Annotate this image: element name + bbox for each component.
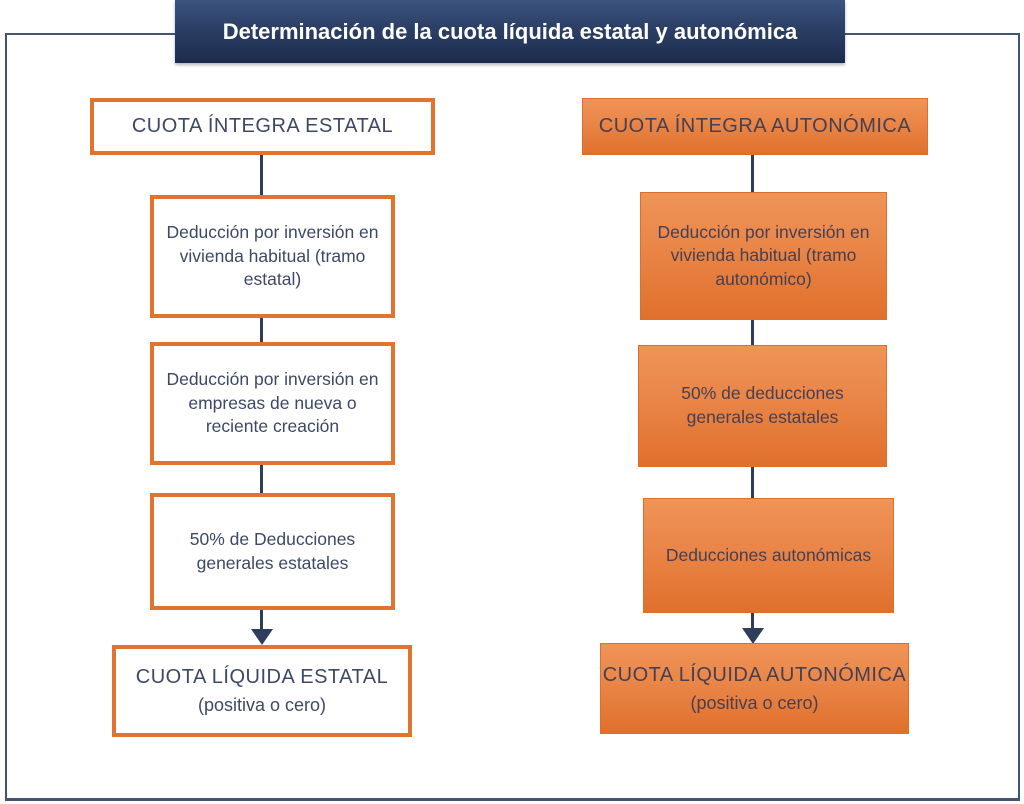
box-label: 50% de Deducciones generales estatales [189, 528, 356, 573]
result-title: CUOTA LÍQUIDA AUTONÓMICA [602, 663, 907, 686]
box-cuota-liquida-autonomica: CUOTA LÍQUIDA AUTONÓMICA (positiva o cer… [600, 643, 909, 734]
diagram-title: Determinación de la cuota líquida estata… [175, 0, 845, 63]
connector-line [260, 153, 263, 195]
connector-line [751, 603, 754, 629]
box-deduccion-empresas: Deducción por inversión en empresas de n… [150, 342, 395, 465]
box-50-deducciones-autonomica: 50% de deducciones generales estatales [638, 345, 887, 467]
result-subtitle: (positiva o cero) [197, 695, 327, 716]
result-subtitle: (positiva o cero) [690, 692, 819, 713]
box-label: Deducción por inversión en vivienda habi… [166, 222, 379, 290]
box-cuota-integra-estatal: CUOTA ÍNTEGRA ESTATAL [90, 98, 435, 155]
box-label: 50% de deducciones generales estatales [681, 383, 844, 427]
diagram-title-text: Determinación de la cuota líquida estata… [222, 18, 798, 44]
box-label: Deducción por inversión en empresas de n… [166, 369, 379, 437]
box-label: Deducciones autonómicas [665, 544, 872, 565]
box-cuota-integra-autonomica: CUOTA ÍNTEGRA AUTONÓMICA [582, 98, 928, 155]
box-label: CUOTA ÍNTEGRA AUTONÓMICA [598, 115, 912, 137]
box-deduccion-vivienda-estatal: Deducción por inversión en vivienda habi… [150, 195, 395, 318]
connector-line [751, 153, 754, 192]
connector-line [751, 457, 754, 498]
down-arrow-icon [251, 629, 273, 645]
result-title: CUOTA LÍQUIDA ESTATAL [135, 666, 389, 689]
box-deduccion-vivienda-autonomica: Deducción por inversión en vivienda habi… [640, 192, 887, 320]
down-arrow-icon [742, 628, 764, 644]
box-deducciones-autonomicas: Deducciones autonómicas [643, 498, 894, 613]
connector-line [260, 457, 263, 493]
box-label: CUOTA ÍNTEGRA ESTATAL [131, 115, 394, 137]
connector-line [260, 602, 263, 630]
box-label: Deducción por inversión en vivienda habi… [657, 221, 870, 289]
connector-line [751, 310, 754, 345]
box-cuota-liquida-estatal: CUOTA LÍQUIDA ESTATAL (positiva o cero) [112, 645, 412, 737]
box-50-deducciones-estatal: 50% de Deducciones generales estatales [150, 493, 395, 610]
connector-line [260, 310, 263, 342]
